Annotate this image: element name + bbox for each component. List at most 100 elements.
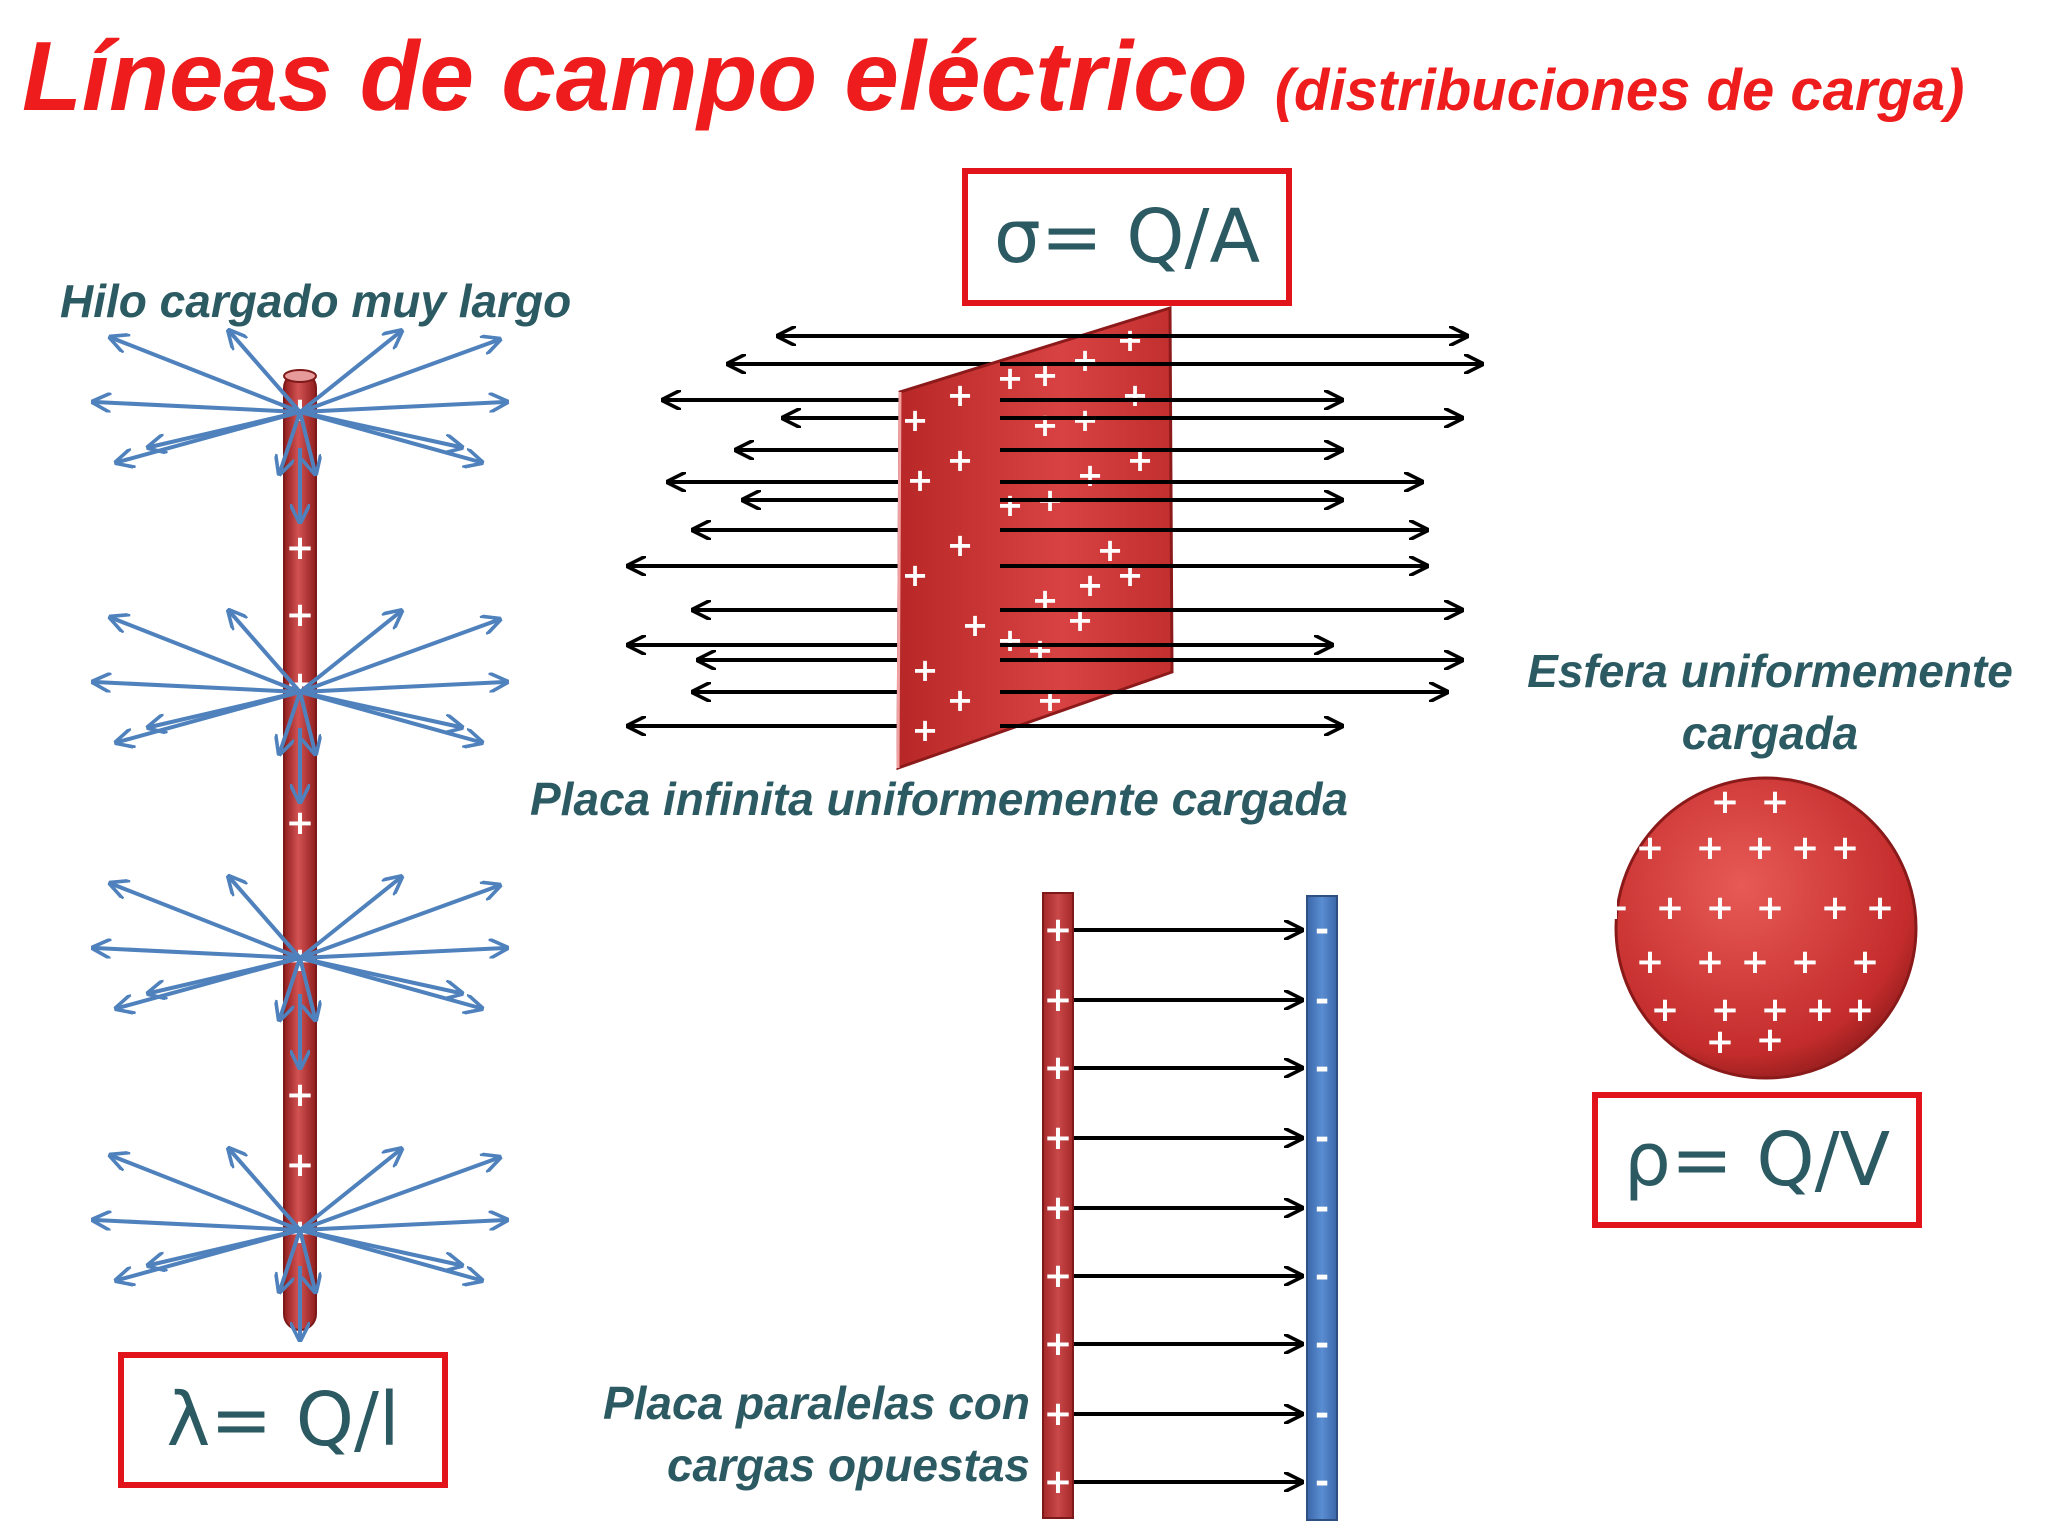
wire-field-arrow: [230, 1150, 302, 1232]
wire-field-arrow: [112, 1156, 301, 1232]
wire-field-arrow: [299, 1158, 498, 1232]
parallel-plates-label: Placa paralelas con cargas opuestas: [540, 1372, 1030, 1496]
wire-field-arrow: [280, 1229, 302, 1290]
sphere-positive-charge: +: [1636, 942, 1665, 982]
sphere-positive-charge: +: [1696, 942, 1725, 982]
wire-positive-charge: +: [286, 528, 315, 568]
wire-positive-charge: +: [286, 1145, 315, 1185]
plate-positive-charge: +: [1072, 341, 1099, 379]
wire-field-arrow: [299, 620, 498, 694]
wire-positive-charge: +: [286, 803, 315, 843]
wire-field-arrow: [299, 956, 460, 993]
positive-plate: [1042, 892, 1074, 1519]
plate-positive-charge: +: [997, 621, 1024, 659]
sphere-positive-charge: +: [1696, 828, 1725, 868]
wire-field-arrow: [298, 332, 400, 414]
title-subtitle: (distribuciones de carga): [1274, 58, 1965, 123]
wire-field-arrow: [150, 1228, 301, 1265]
wire-field-arrow: [95, 1220, 301, 1232]
plate-positive-charge: +: [1127, 441, 1154, 479]
wire-field-arrow: [280, 691, 302, 752]
plate-positive-charge: +: [1122, 376, 1149, 414]
positive-plate-charge: +: [1044, 1394, 1073, 1434]
sphere-positive-charge: +: [1806, 990, 1835, 1030]
wire-field-arrow: [299, 886, 498, 960]
wire-field-arrow: [298, 878, 400, 960]
negative-plate-charge: -: [1315, 1118, 1329, 1158]
positive-plate-charge: +: [1044, 1462, 1073, 1502]
wire-field-arrow: [299, 402, 505, 414]
plate-positive-charge: +: [1032, 581, 1059, 619]
wire-field-arrow: [298, 1229, 315, 1290]
plate-positive-charge: +: [947, 681, 974, 719]
wire-field-arrow: [299, 1228, 460, 1265]
sphere-positive-charge: +: [1851, 942, 1880, 982]
wire-field-arrow: [95, 948, 301, 960]
negative-plate-charge: -: [1315, 980, 1329, 1020]
negative-plate: [1306, 895, 1338, 1521]
wire-field-arrow: [150, 690, 301, 727]
sphere-positive-charge: +: [1791, 942, 1820, 982]
sphere-body: [1614, 776, 1918, 1080]
wire-field-arrow: [280, 411, 302, 472]
plate-positive-charge: +: [907, 461, 934, 499]
wire-field-arrow: [299, 682, 505, 694]
negative-plate-charge: -: [1315, 1394, 1329, 1434]
wire-field-arrow: [112, 884, 301, 960]
sphere-positive-charge: +: [1821, 888, 1850, 928]
charged-plate: +++++++++++++++++++++++++++++: [896, 305, 1174, 771]
negative-plate-charge: -: [1315, 910, 1329, 950]
plate-label: Placa infinita uniformemente cargada: [530, 773, 1349, 825]
positive-plate-charge: +: [1044, 1118, 1073, 1158]
wire-field-arrow: [95, 402, 301, 414]
plate-positive-charge: +: [902, 556, 929, 594]
sphere-positive-charge: +: [1746, 828, 1775, 868]
plate-positive-charge: +: [912, 711, 939, 749]
wire-field-arrow: [299, 410, 460, 447]
positive-plate-charge: +: [1044, 1256, 1073, 1296]
wire-field-arrow: [112, 618, 301, 694]
sphere-positive-charge: +: [1706, 1022, 1735, 1062]
wire-field-arrow: [298, 957, 315, 1018]
wire-field-arrow: [230, 878, 302, 960]
sphere-positive-charge: +: [1761, 990, 1790, 1030]
wire-field-arrow: [230, 612, 302, 694]
parallel-label-line-2: cargas opuestas: [666, 1439, 1030, 1492]
plate-positive-charge: +: [1117, 321, 1144, 359]
wire-field-arrow: [280, 957, 302, 1018]
sphere-label-line-1: Esfera uniformemente: [1527, 645, 2013, 697]
negative-plate-charge: -: [1315, 1188, 1329, 1228]
sphere-positive-charge: +: [1601, 888, 1630, 928]
negative-plate-charge: -: [1315, 1256, 1329, 1296]
sphere-positive-charge: +: [1756, 888, 1785, 928]
sphere-positive-charge: +: [1866, 888, 1895, 928]
plate-positive-charge: +: [1032, 356, 1059, 394]
plate-positive-charge: +: [1067, 601, 1094, 639]
wire-positive-charge: +: [286, 595, 315, 635]
plate-positive-charge: +: [1117, 556, 1144, 594]
wire-field-arrow: [95, 682, 301, 694]
plate-positive-charge: +: [1027, 631, 1054, 669]
wire-field-arrow: [298, 691, 315, 752]
sphere-positive-charge: +: [1711, 782, 1740, 822]
positive-plate-charge: +: [1044, 980, 1073, 1020]
plate-positive-charge: +: [1037, 681, 1064, 719]
positive-plate-charge: +: [1044, 910, 1073, 950]
wire-field-arrow: [299, 948, 505, 960]
page-title: Líneas de campo eléctrico (distribucione…: [22, 18, 1964, 136]
positive-plate-charge: +: [1044, 1324, 1073, 1364]
plate-positive-charge: +: [997, 486, 1024, 524]
sphere-label-line-2: cargada: [1681, 707, 1859, 760]
plate-positive-charge: +: [947, 526, 974, 564]
plate-positive-charge: +: [962, 606, 989, 644]
sphere-label: Esfera uniformemente cargada: [1500, 640, 2040, 764]
wire-field-arrow: [112, 338, 301, 414]
charged-sphere: +++++++++++++++++++++++++: [1601, 776, 1918, 1080]
positive-plate-charge: +: [1044, 1048, 1073, 1088]
plate-positive-charge: +: [947, 376, 974, 414]
wire-field-arrow: [298, 411, 315, 472]
plate-positive-charge: +: [1077, 566, 1104, 604]
negative-plate-charge: -: [1315, 1462, 1329, 1502]
wire-field-arrow: [150, 956, 301, 993]
